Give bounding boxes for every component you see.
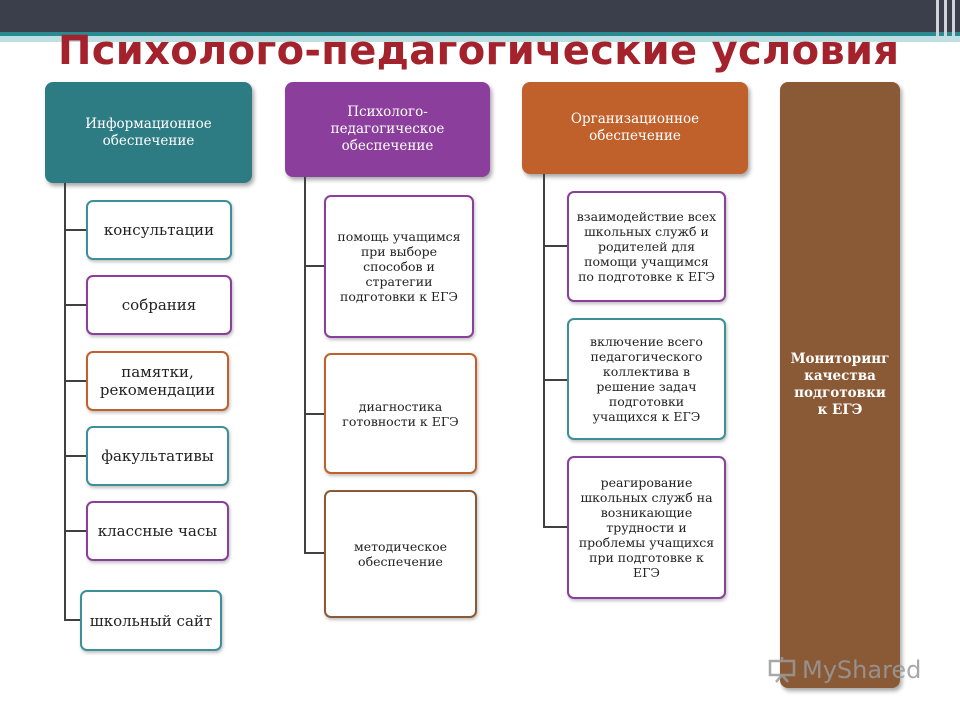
org-connector-trunk	[543, 174, 545, 528]
psych-connector	[304, 413, 324, 415]
org-connector	[543, 526, 567, 528]
info-connector	[64, 619, 80, 621]
info-connector	[64, 229, 86, 231]
org-header-label: Организационное обеспечение	[570, 111, 700, 144]
info-connector	[64, 304, 86, 306]
slide-title: Психолого-педагогические условия	[58, 28, 900, 74]
info-header: Информационное обеспечение	[45, 82, 252, 183]
monitoring-box: Мониторинг качества подготовки к ЕГЭ	[780, 82, 900, 688]
presentation-board-icon	[768, 657, 796, 683]
org-header: Организационное обеспечение	[522, 82, 748, 174]
info-item-class-hours: классные часы	[86, 501, 229, 561]
monitoring-label: Мониторинг качества подготовки к ЕГЭ	[790, 351, 890, 418]
watermark: MyShared	[768, 656, 921, 684]
psych-item-diagnostics: диагностика готовности к ЕГЭ	[324, 353, 477, 474]
info-item-consultations: консультации	[86, 200, 232, 260]
psych-item-choice-help: помощь учащимся при выборе способов и ст…	[324, 195, 474, 338]
org-item-interaction: взаимодействие всех школьных служб и род…	[567, 191, 726, 302]
top-bar-accent	[0, 32, 960, 36]
psych-connector	[304, 552, 324, 554]
psych-header-label: Психолого-педагогическое обеспечение	[330, 104, 445, 154]
info-connector	[64, 455, 86, 457]
info-item-school-site: школьный сайт	[80, 590, 222, 651]
top-bar	[0, 0, 960, 32]
top-bar-stripe	[936, 0, 939, 36]
top-bar-stripe	[944, 0, 947, 36]
top-bar-stripe	[952, 0, 955, 36]
info-item-electives: факультативы	[86, 426, 229, 486]
info-item-meetings: собрания	[86, 275, 232, 335]
psych-item-methodical: методическое обеспечение	[324, 490, 477, 618]
org-connector	[543, 245, 567, 247]
info-header-label: Информационное обеспечение	[85, 115, 212, 149]
info-connector-trunk	[64, 183, 66, 621]
info-connector	[64, 530, 86, 532]
info-item-memos: памятки, рекомендации	[86, 351, 229, 411]
info-connector	[64, 380, 86, 382]
psych-connector	[304, 265, 324, 267]
psych-connector-trunk	[304, 177, 306, 554]
org-item-teaching-staff: включение всего педагогического коллекти…	[567, 318, 726, 440]
top-bar-highlight	[0, 36, 960, 42]
org-item-response: реагирование школьных служб на возникающ…	[567, 456, 726, 599]
psych-header: Психолого-педагогическое обеспечение	[285, 82, 490, 177]
watermark-text: MyShared	[802, 656, 922, 684]
org-connector	[543, 379, 567, 381]
